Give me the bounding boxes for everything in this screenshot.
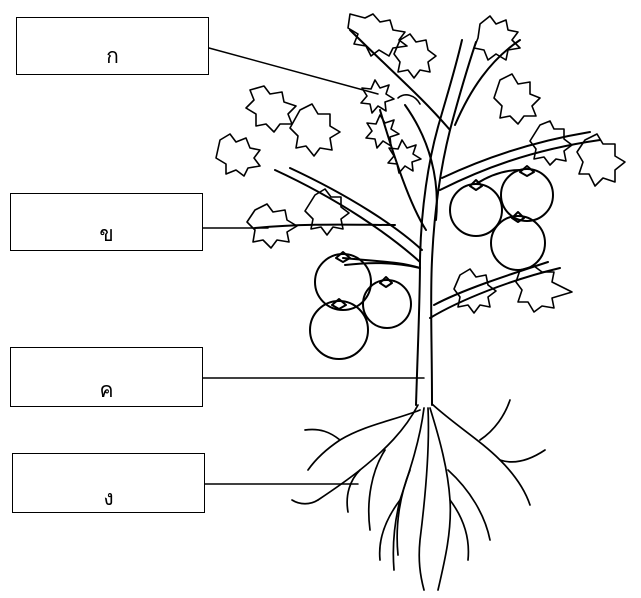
leaves	[215, 13, 626, 314]
tomato-fruit	[490, 215, 546, 271]
flowers	[360, 79, 422, 174]
tomato-fruit	[500, 168, 554, 222]
tomato-fruit	[309, 300, 369, 360]
label-box-root: ง	[12, 453, 205, 513]
label-text-ngo-ngu: ง	[103, 486, 114, 510]
tomato-fruit	[362, 279, 412, 329]
leader-lines	[202, 47, 425, 485]
stem	[415, 39, 477, 406]
tomato-fruit	[314, 253, 372, 311]
tomato-fruit	[449, 183, 503, 237]
roots	[291, 399, 546, 591]
label-box-branch: ข	[10, 193, 203, 251]
branches	[254, 29, 601, 319]
label-box-stem: ค	[10, 347, 203, 407]
label-text-kho-khai: ข	[99, 222, 114, 246]
label-text-ko-kai: ก	[106, 44, 119, 68]
label-box-flower: ก	[16, 17, 209, 75]
leader-line-flower	[208, 47, 379, 95]
label-text-kho-khwai: ค	[99, 378, 114, 402]
tomato-fruits	[309, 165, 554, 360]
